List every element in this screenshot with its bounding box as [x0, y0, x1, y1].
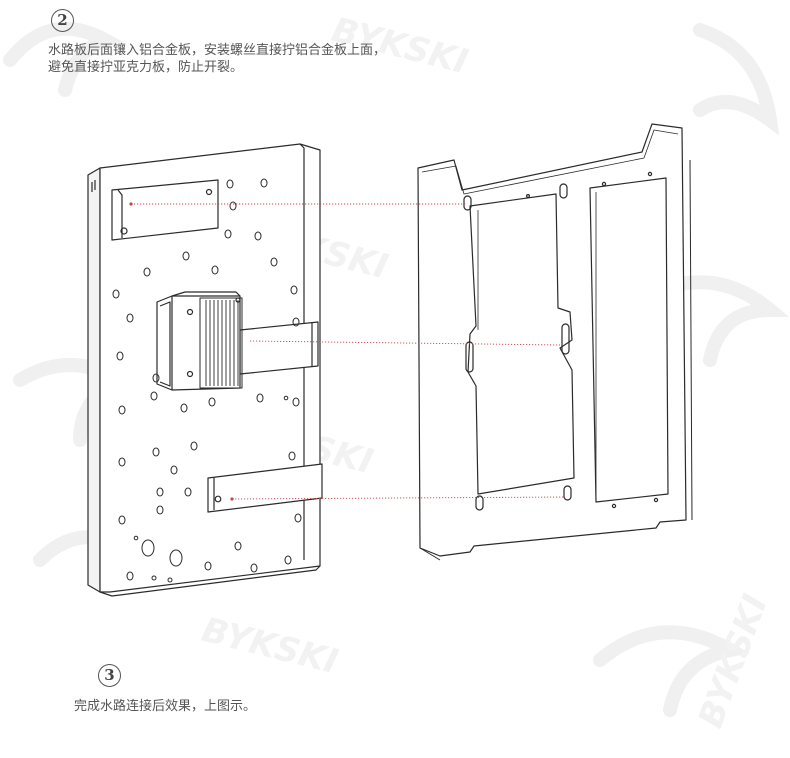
aluminum-bar-middle: [239, 321, 319, 375]
mounting-frame: [417, 123, 693, 561]
step-2-instructions: 水路板后面镶入铝合金板，安装螺丝直接拧铝合金板上面， 避免直接拧亚克力板，防止开…: [48, 42, 386, 76]
step-3-badge: 3: [98, 664, 121, 687]
leader-endpoint: [129, 202, 133, 206]
step-2-line-2: 避免直接拧亚克力板，防止开裂。: [48, 60, 244, 75]
aluminum-bar-bottom: [207, 463, 323, 513]
step-3-instructions: 完成水路连接后效果，上图示。: [74, 699, 257, 714]
pump-block: [156, 291, 243, 391]
step-2-line-1: 水路板后面镶入铝合金板，安装螺丝直接拧铝合金板上面，: [48, 43, 387, 58]
leader-line-middle: [249, 340, 561, 346]
aluminum-bar-top: [111, 179, 219, 241]
watermark-dragon-swirl: [3, 21, 123, 97]
alignment-leaders: [131, 203, 566, 500]
watermark-dragon-swirl: [693, 23, 780, 136]
watermark-dragon-swirl: [593, 625, 750, 717]
leader-endpoint: [230, 497, 234, 501]
step-2-badge: 2: [51, 9, 74, 32]
plate-holes: [112, 178, 302, 583]
